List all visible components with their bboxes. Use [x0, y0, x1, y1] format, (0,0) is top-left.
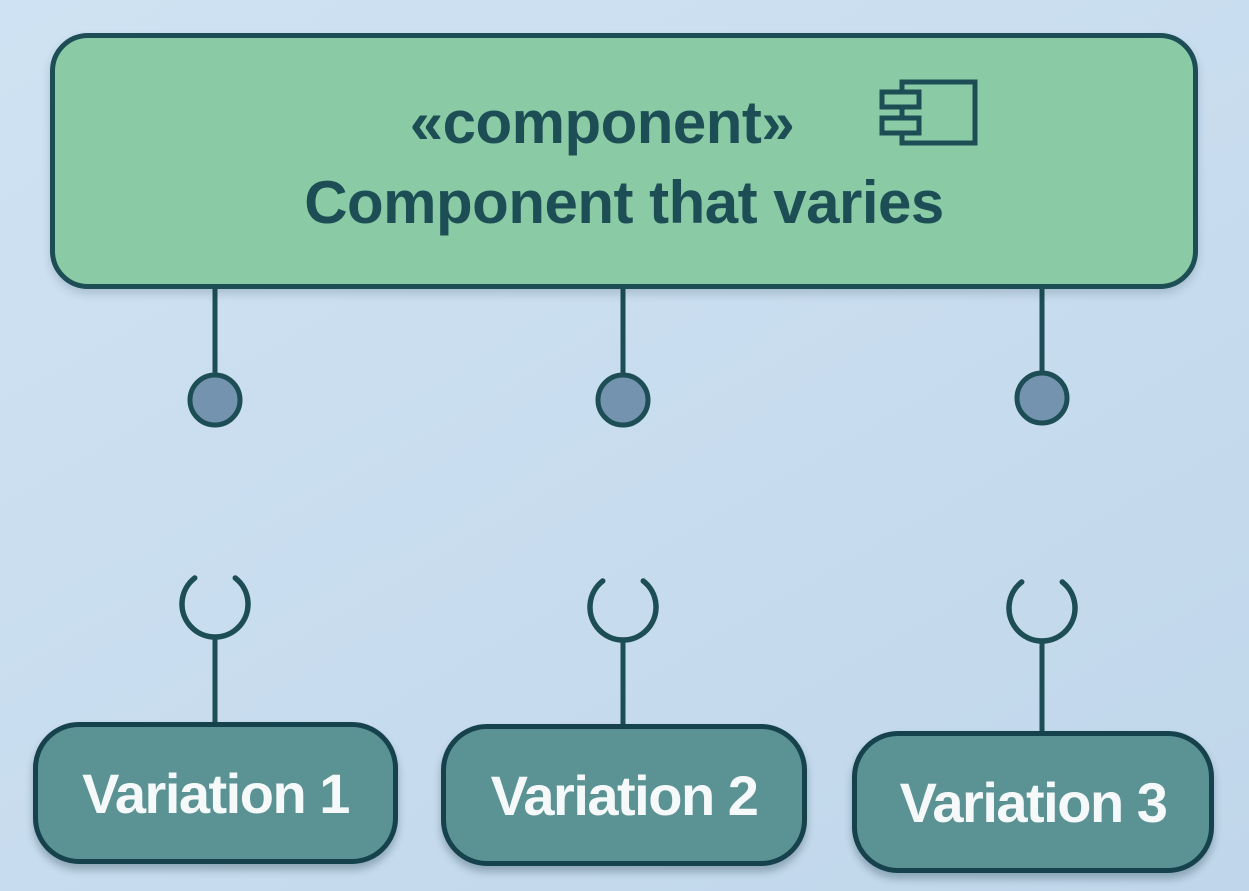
uml-component-icon: [879, 79, 978, 146]
connector-variation-1: [179, 286, 251, 727]
variation-node-3: Variation 3: [852, 731, 1214, 873]
variation-label: Variation 2: [490, 763, 759, 827]
socket-interface-icon: [179, 575, 251, 640]
socket-interface-icon: [587, 578, 659, 643]
socket-interface-icon: [1006, 579, 1078, 644]
variation-label: Variation 1: [82, 761, 350, 825]
ball-interface-icon: [187, 372, 243, 428]
component-node: «component» Component that varies: [50, 33, 1198, 289]
variation-node-1: Variation 1: [33, 722, 398, 864]
variation-node-2: Variation 2: [441, 724, 807, 866]
component-stereotype: «component»: [409, 89, 795, 156]
variation-label: Variation 3: [899, 770, 1168, 834]
ball-interface-icon: [1014, 370, 1070, 426]
component-name: Component that varies: [304, 169, 944, 236]
connector-variation-3: [1006, 286, 1078, 736]
connector-variation-2: [587, 286, 659, 729]
ball-interface-icon: [595, 372, 651, 428]
